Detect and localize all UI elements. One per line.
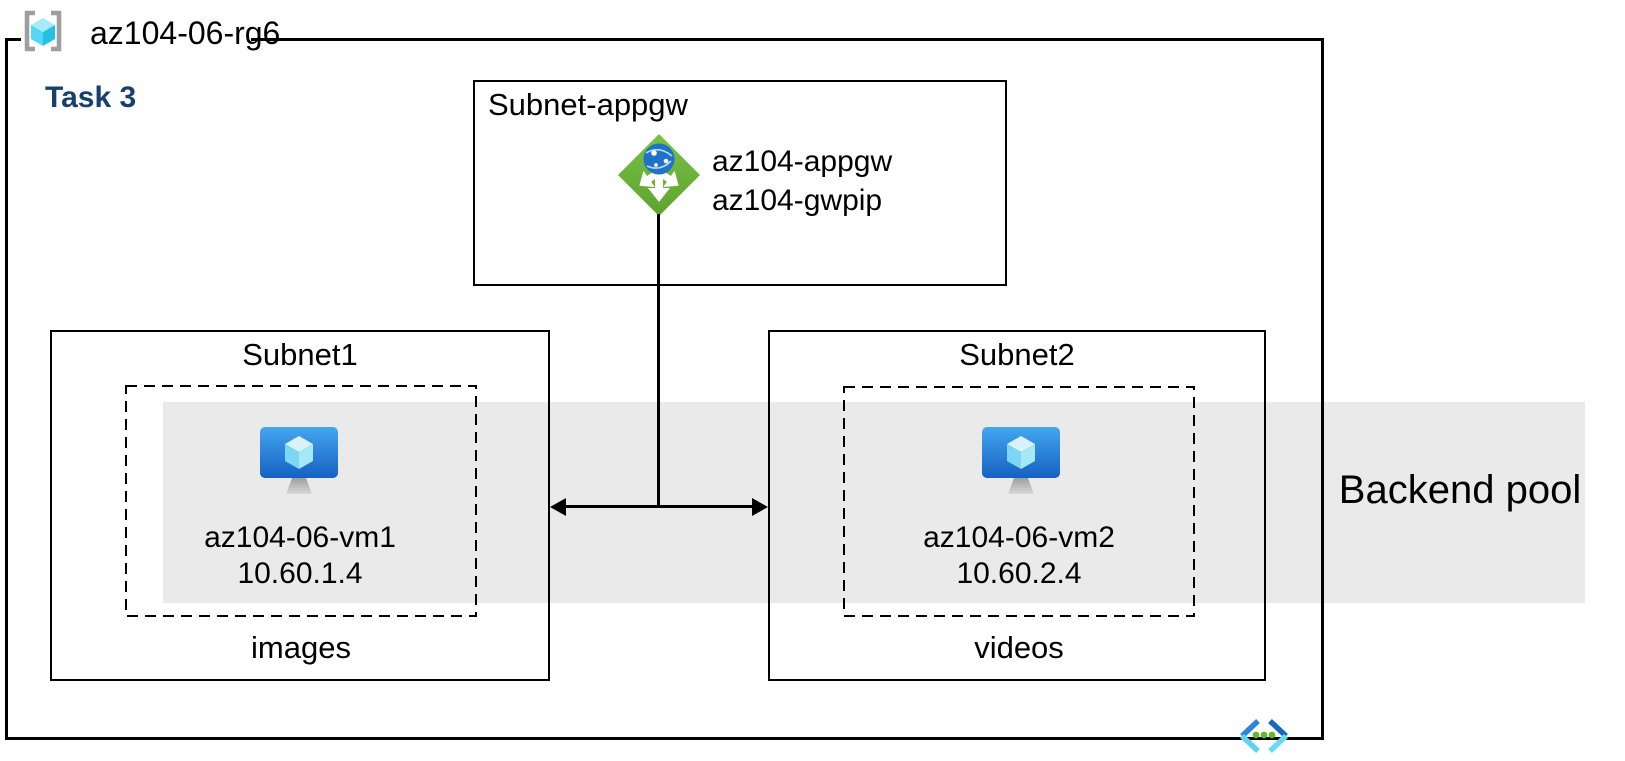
appgw-names: az104-appgw az104-gwpip [712,142,892,220]
vm2-text: az104-06-vm2 10.60.2.4 [843,520,1195,592]
subnet-appgw-box [473,80,1007,286]
task-label: Task 3 [45,81,137,114]
application-gateway-icon [618,134,700,216]
subnet2-container-label: videos [974,630,1064,665]
subnet1-title: Subnet1 [242,337,358,372]
appgw-name: az104-appgw [712,145,893,178]
subnet1-box [50,330,550,681]
subnet1-container-label: images [251,630,351,665]
appgw-public-ip: az104-gwpip [712,184,883,217]
backend-pool-label: Backend pool [1338,468,1582,512]
resource-group-name: az104-06-rg6 [90,15,281,51]
virtual-network-icon [1240,718,1288,754]
subnet2-title: Subnet2 [959,337,1075,372]
backend-pool-band [163,402,1585,603]
arrowhead-right-icon [752,498,768,516]
subnet-appgw-title: Subnet-appgw [488,87,688,122]
vm1-name: az104-06-vm1 [204,521,396,554]
subnet1-dashed-boundary [125,385,477,617]
virtual-machine-icon [982,427,1060,494]
vm2-name: az104-06-vm2 [923,521,1115,554]
subnet2-box [768,330,1266,681]
resource-group-box [5,38,1324,740]
vm1-text: az104-06-vm1 10.60.1.4 [124,520,476,592]
vm1-ip: 10.60.1.4 [237,557,363,590]
appgw-connector-line [657,214,660,508]
vm2-ip: 10.60.2.4 [956,557,1082,590]
virtual-machine-icon [260,427,338,494]
arrowhead-left-icon [550,498,566,516]
border-gap [21,35,251,45]
resource-group-icon [24,10,62,52]
subnet-arrow-shaft [562,505,764,508]
